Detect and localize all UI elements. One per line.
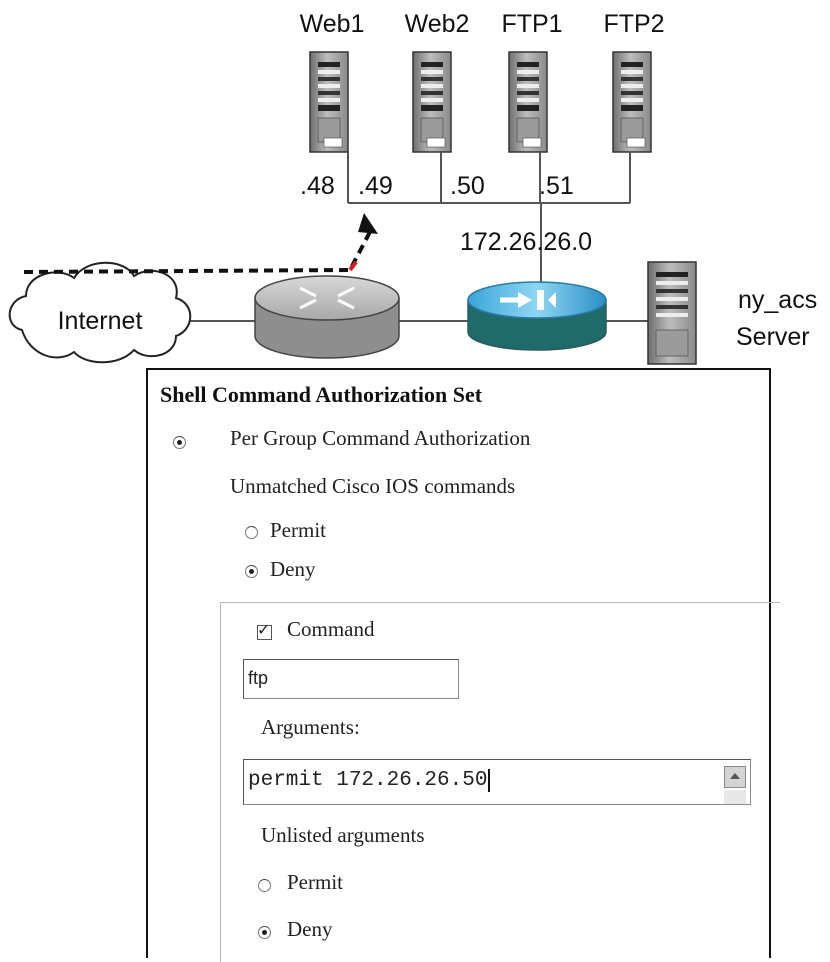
internet-cloud-icon [8,261,192,364]
shell-command-authorization-panel: Shell Command Authorization Set Per Grou… [146,368,780,962]
router-icon [254,275,400,359]
command-label: Command [287,617,375,641]
command-checkbox[interactable]: ✓ [257,620,272,640]
firewall-icon [467,281,607,351]
unmatched-deny-radio[interactable] [245,565,258,578]
unlisted-arguments-label: Unlisted arguments [261,823,425,847]
server-icon-ftp1 [508,51,548,153]
checkmark-icon: ✓ [257,620,271,639]
arguments-textarea[interactable]: permit 172.26.26.50 [243,759,751,805]
unlisted-deny-radio[interactable] [258,926,271,939]
server-label-ftp1: FTP1 [501,10,562,38]
command-section: ✓ Command ftp Arguments: permit 172.26.2… [220,602,780,962]
scrollbar-track[interactable] [724,790,746,804]
unmatched-permit-label: Permit [270,518,326,542]
ip-label-ftp1: .50 [450,172,485,200]
server-icon-ftp2 [612,51,652,153]
ip-label-web2: .49 [358,172,393,200]
unlisted-deny-label: Deny [287,917,333,941]
acs-server-icon [647,261,697,365]
network-diagram: Web1 Web2 FTP1 FTP2 .48 .49 .50 .51 172.… [8,10,817,365]
traffic-path [23,227,374,274]
server-icon-web1 [309,51,349,153]
arrowhead-icon [358,213,378,234]
unlisted-permit-radio[interactable] [258,879,271,892]
subnet-label: 172.26.26.0 [460,228,592,256]
per-group-label: Per Group Command Authorization [230,426,531,450]
server-label-ftp2: FTP2 [603,10,664,38]
arguments-label: Arguments: [261,715,360,739]
arguments-textarea-value: permit 172.26.26.50 [248,769,491,792]
unmatched-commands-label: Unmatched Cisco IOS commands [230,474,516,498]
ip-label-ftp2: .51 [539,172,574,200]
acs-server-label-line2: Server [736,323,810,351]
panel-title: Shell Command Authorization Set [160,382,483,407]
traffic-path-accent [348,260,358,272]
internet-label: Internet [58,307,143,335]
server-label-web1: Web1 [300,10,365,38]
server-label-web2: Web2 [405,10,470,38]
ip-label-web1: .48 [300,172,335,200]
subnet-lines [347,152,631,285]
command-input[interactable]: ftp [243,659,459,699]
acs-server-label-line1: ny_acs [738,286,817,314]
unmatched-permit-radio[interactable] [245,526,258,539]
per-group-radio[interactable] [173,436,186,449]
scroll-up-arrow-icon[interactable] [724,766,746,788]
command-input-value: ftp [248,668,269,688]
server-icon-web2 [412,51,452,153]
unmatched-deny-label: Deny [270,557,316,581]
unlisted-permit-label: Permit [287,870,343,894]
